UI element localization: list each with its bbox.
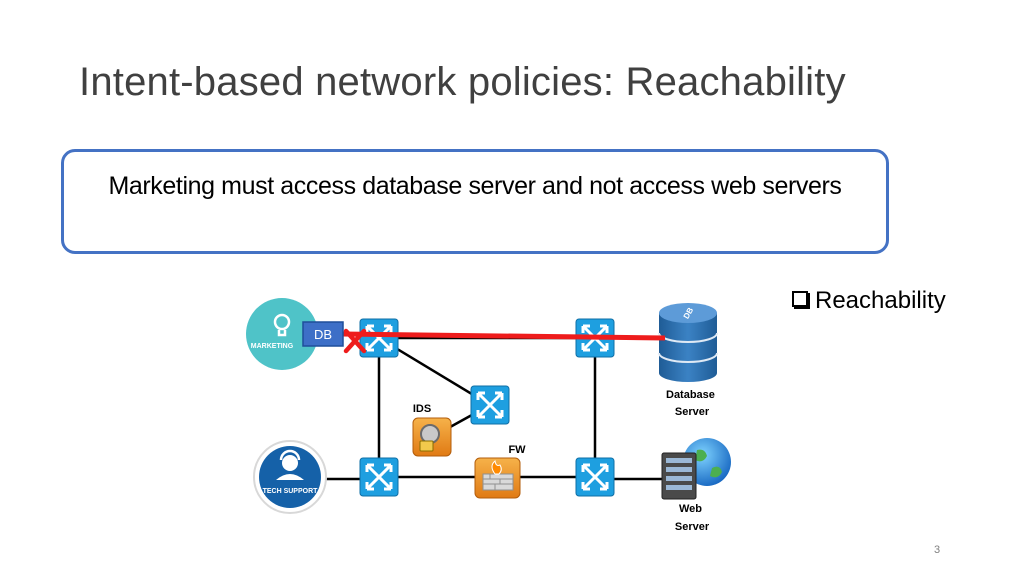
intent-text: Marketing must access database server an…: [108, 172, 842, 200]
ids-node: IDS: [412, 403, 452, 457]
marketing-label: MARKETING: [251, 343, 294, 350]
web-server-label: Web Server: [675, 503, 710, 533]
block-x-icon: [343, 328, 367, 354]
reachability-path: [341, 331, 666, 341]
database-icon: DB: [658, 303, 718, 382]
db-tag: DB: [302, 321, 344, 347]
ids-label: IDS: [413, 403, 431, 415]
slide-title: Intent-based network policies: Reachabil…: [79, 60, 846, 104]
lightbulb-icon: [273, 313, 291, 337]
database-label: Database Server: [666, 389, 718, 418]
tech-support-node: TECH SUPPORT: [253, 440, 327, 514]
headset-icon: [276, 449, 304, 480]
bullet-label: Reachability: [815, 287, 946, 314]
database-node: DB Database Server: [658, 303, 718, 418]
database-label-line1: Database: [666, 389, 715, 401]
checkbox-bullet-icon: [792, 291, 808, 307]
server-icon: [661, 452, 697, 500]
web-label-line2: Server: [675, 521, 710, 533]
db-tag-label: DB: [314, 327, 332, 342]
intent-box: Marketing must access database server an…: [61, 149, 889, 254]
database-label-line2: Server: [675, 406, 710, 418]
tech-support-label: TECH SUPPORT: [263, 488, 319, 495]
switch-icon: [574, 456, 616, 498]
reachability-bullet: Reachability: [792, 287, 946, 315]
fw-node: FW: [474, 444, 526, 499]
web-label-line1: Web: [679, 503, 702, 515]
switch-icon: [358, 456, 400, 498]
marketing-node: MARKETING: [246, 298, 318, 370]
lock-icon: [419, 424, 440, 452]
fw-label: FW: [508, 444, 526, 456]
firewall-icon: [482, 460, 514, 491]
page-number: 3: [934, 544, 941, 556]
web-server-node: Web Server: [661, 438, 731, 533]
switch-icon: [469, 384, 511, 426]
